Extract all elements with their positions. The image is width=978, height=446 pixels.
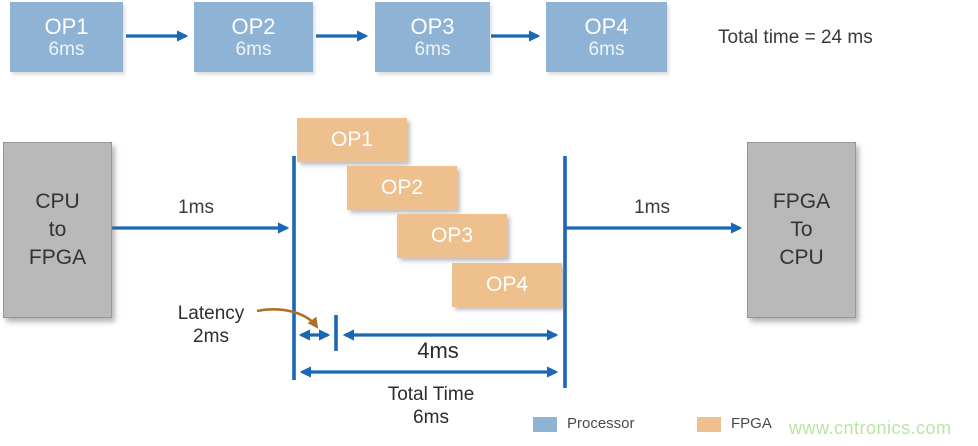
pipeline-total-time-line1: Total Time xyxy=(387,384,475,405)
latency-callout-curve xyxy=(256,308,319,329)
seq-op1-box: OP1 6ms xyxy=(10,2,123,72)
processor-swatch-icon xyxy=(533,417,557,432)
latency-label: Latency 2ms xyxy=(158,302,264,348)
sequential-total-time-label: Total time = 24 ms xyxy=(718,27,873,48)
seq-op4-label: OP4 xyxy=(584,14,629,39)
fpga-to-cpu-box: FPGA To CPU xyxy=(747,142,856,318)
watermark-text: www.cntronics.com xyxy=(789,418,952,438)
cpu-to-fpga-line2: to xyxy=(48,218,67,241)
seq-op2-box: OP2 6ms xyxy=(194,2,313,72)
processor-legend-label: Processor xyxy=(567,415,635,432)
seq-op2-time: 6ms xyxy=(235,39,272,60)
fpga-op2-box: OP2 xyxy=(347,166,457,210)
fpga-op4-label: OP4 xyxy=(485,273,529,296)
pipeline-total-time-line2: 6ms xyxy=(413,407,449,428)
fpga-to-cpu-line3: CPU xyxy=(779,246,824,269)
pipeline-total-time-label: Total Time 6ms xyxy=(355,383,507,429)
span-4ms-label: 4ms xyxy=(417,338,459,363)
fpga-legend-label: FPGA xyxy=(731,415,772,432)
seq-op3-time: 6ms xyxy=(414,39,451,60)
seq-op1-label: OP1 xyxy=(44,14,89,39)
legend-item-processor: Processor xyxy=(533,415,635,432)
fpga-op2-label: OP2 xyxy=(380,176,424,199)
seq-op3-label: OP3 xyxy=(410,14,455,39)
cpu-to-fpga-line3: FPGA xyxy=(28,246,87,269)
seq-op1-time: 6ms xyxy=(48,39,85,60)
seq-op4-box: OP4 6ms xyxy=(546,2,667,72)
fpga-op3-label: OP3 xyxy=(430,224,474,247)
transfer-out-label: 1ms xyxy=(634,197,670,218)
seq-op3-box: OP3 6ms xyxy=(375,2,490,72)
legend-item-fpga: FPGA xyxy=(697,415,772,432)
fpga-op1-box: OP1 xyxy=(297,118,407,162)
transfer-in-label: 1ms xyxy=(178,197,214,218)
fpga-to-cpu-line2: To xyxy=(790,218,813,241)
fpga-op3-box: OP3 xyxy=(397,214,507,258)
fpga-swatch-icon xyxy=(697,417,721,432)
fpga-to-cpu-line1: FPGA xyxy=(772,190,831,213)
latency-label-line2: 2ms xyxy=(193,326,229,347)
latency-label-line1: Latency xyxy=(177,303,245,324)
fpga-op1-label: OP1 xyxy=(330,128,374,151)
seq-op2-label: OP2 xyxy=(231,14,276,39)
fpga-op4-box: OP4 xyxy=(452,263,562,307)
cpu-to-fpga-line1: CPU xyxy=(35,190,80,213)
seq-op4-time: 6ms xyxy=(588,39,625,60)
cpu-to-fpga-box: CPU to FPGA xyxy=(3,142,112,318)
